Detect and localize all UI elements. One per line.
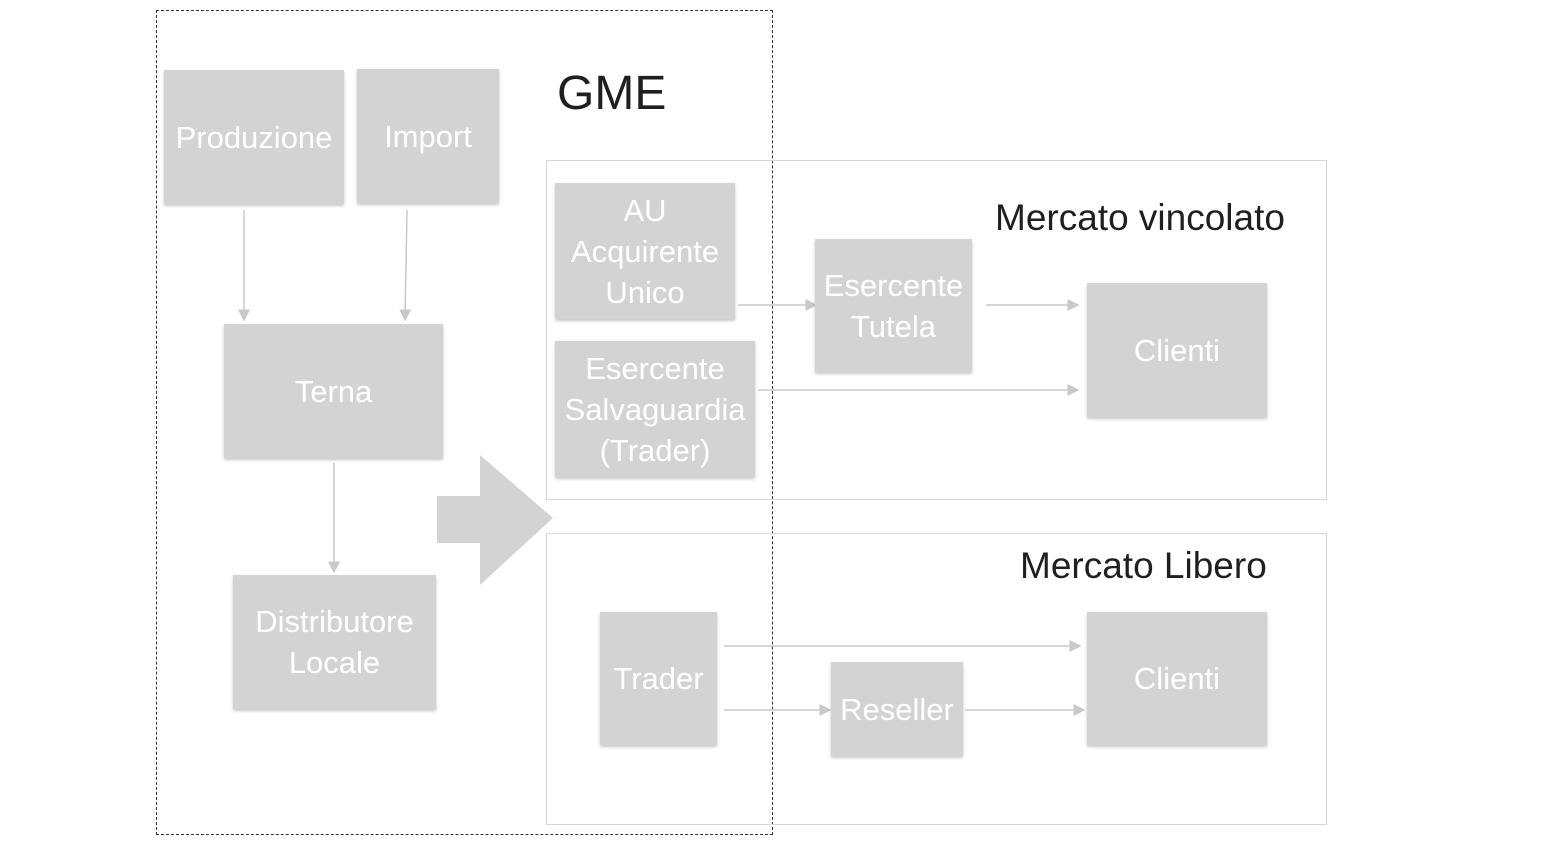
reseller-node: Reseller <box>831 662 963 756</box>
clienti-libero-node: Clienti <box>1087 612 1267 745</box>
distributore-locale-node: Distributore Locale <box>233 575 436 709</box>
import-node: Import <box>357 69 499 203</box>
gme-boundary <box>156 10 773 835</box>
mercato-vincolato-title: Mercato vincolato <box>995 197 1285 238</box>
acquirente-unico-node: AU Acquirente Unico <box>555 183 735 319</box>
gme-title: GME <box>557 67 667 120</box>
produzione-node: Produzione <box>164 70 344 204</box>
clienti-vincolato-node: Clienti <box>1087 283 1267 417</box>
trader-node: Trader <box>600 612 717 745</box>
mercato-libero-panel <box>546 533 1327 825</box>
esercente-salvaguardia-node: Esercente Salvaguardia (Trader) <box>555 341 755 477</box>
mercato-libero-title: Mercato Libero <box>1020 545 1267 586</box>
terna-node: Terna <box>224 324 443 458</box>
esercente-tutela-node: Esercente Tutela <box>815 239 972 372</box>
mercato-vincolato-panel <box>546 160 1327 500</box>
